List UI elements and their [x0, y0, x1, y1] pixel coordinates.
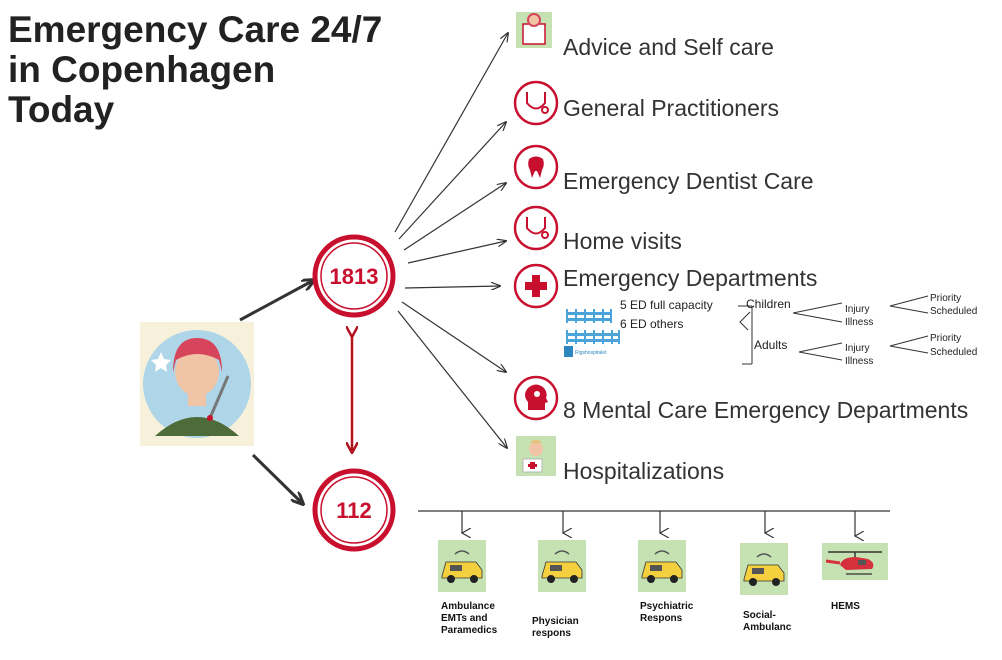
- ambulance-icon: [740, 543, 788, 595]
- patient-avatar: [140, 322, 254, 446]
- page-title: Emergency Care 24/7 in Copenhagen Today: [8, 9, 383, 130]
- head-icon: [513, 375, 559, 421]
- hospital-icon: [566, 309, 620, 344]
- service-label: Emergency Dentist Care: [563, 168, 814, 194]
- advice-icon: [516, 12, 552, 48]
- ed-group-children: Children: [746, 297, 791, 311]
- ed-type-injury: Injury: [845, 343, 869, 354]
- rigshospitalet-logo: Rigshospitalet: [564, 346, 607, 357]
- ed-scheduled: Scheduled: [930, 306, 977, 317]
- red-cross-icon: [513, 263, 559, 309]
- ambulance-icon: [438, 540, 486, 592]
- service-label: Hospitalizations: [563, 458, 724, 484]
- helicopter-icon: [822, 543, 888, 580]
- service-label: Emergency Departments: [563, 265, 817, 291]
- hub-1813-label: 1813: [330, 264, 379, 289]
- ed-full-capacity: 5 ED full capacity: [620, 298, 713, 312]
- hub-112-label: 112: [336, 498, 372, 523]
- ed-tree: [738, 295, 929, 365]
- ed-others: 6 ED others: [620, 317, 683, 331]
- hub-112: 112: [312, 468, 396, 552]
- stethoscope-icon: [513, 205, 559, 251]
- hub-1813: 1813: [312, 234, 396, 318]
- ed-type-illness: Illness: [845, 317, 873, 328]
- unit-label: HEMS: [831, 601, 860, 612]
- service-label: Advice and Self care: [563, 34, 774, 60]
- ambulance-icon: [538, 540, 586, 592]
- ed-priority: Priority: [930, 293, 961, 304]
- stethoscope-icon: [513, 80, 559, 126]
- nurse-icon: [516, 436, 556, 476]
- unit-label: Social-Ambulanc: [743, 610, 792, 633]
- rigshospitalet-logo-text: Rigshospitalet: [575, 350, 607, 356]
- ambulance-icon: [638, 540, 686, 592]
- service-label: General Practitioners: [563, 95, 779, 121]
- ed-type-illness: Illness: [845, 356, 873, 367]
- ed-scheduled: Scheduled: [930, 347, 977, 358]
- ed-priority: Priority: [930, 333, 961, 344]
- service-label: Home visits: [563, 228, 682, 254]
- tooth-icon: [513, 144, 559, 190]
- ed-type-injury: Injury: [845, 304, 869, 315]
- service-label: 8 Mental Care Emergency Departments: [563, 397, 968, 423]
- ed-group-adults: Adults: [754, 338, 787, 352]
- dispatch-arrows: [462, 511, 855, 536]
